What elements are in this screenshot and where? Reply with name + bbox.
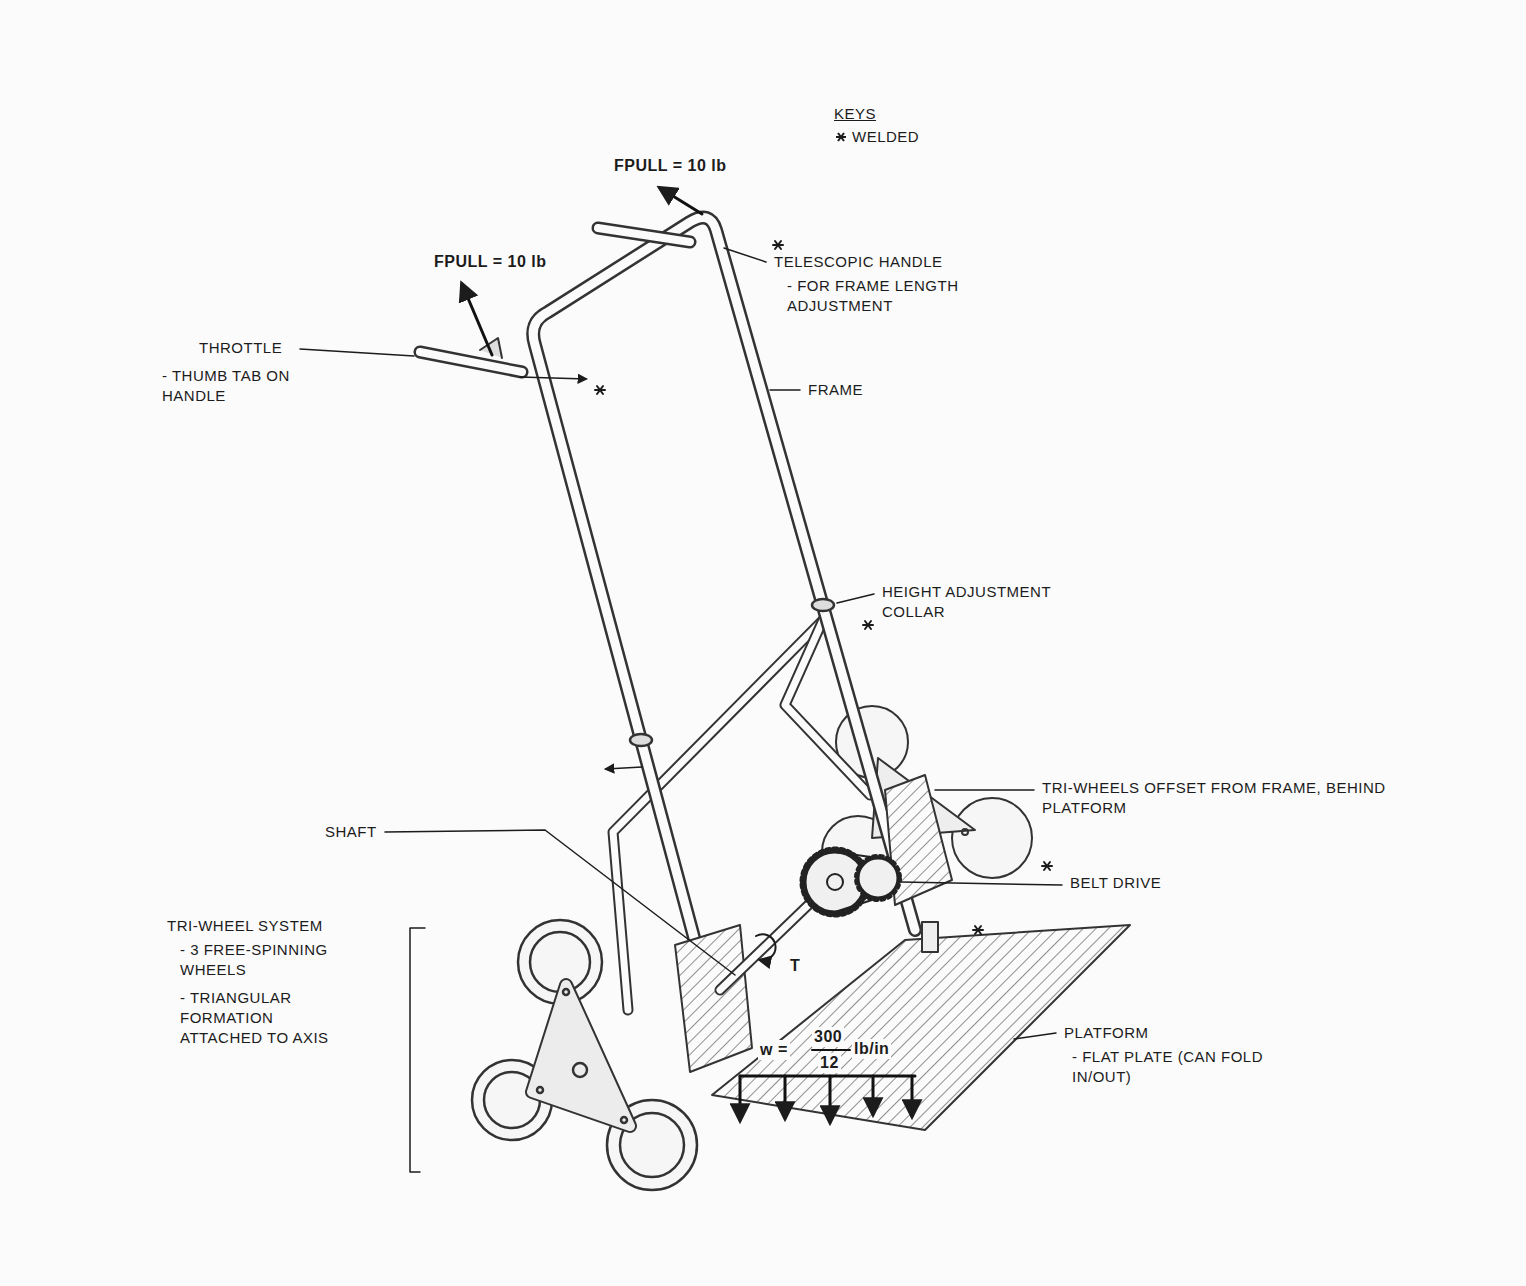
collar	[812, 599, 834, 611]
key-heading: KEYS	[832, 104, 878, 124]
left-tri-wheel	[472, 920, 697, 1190]
legend-text: WELDED	[852, 128, 919, 145]
force-label: FPULL = 10 lb	[432, 252, 548, 272]
load-value: 12	[818, 1053, 841, 1073]
part-label: BELT DRIVE	[1068, 873, 1163, 893]
load-label: w =	[758, 1040, 790, 1060]
part-label: TRI-WHEEL SYSTEM	[165, 916, 325, 936]
part-note: - THUMB TAB ON HANDLE	[160, 366, 314, 406]
part-label: FRAME	[806, 380, 865, 400]
cart-drawing	[300, 188, 1130, 1190]
part-label: TELESCOPIC HANDLE	[772, 252, 945, 272]
frame-tube	[533, 218, 915, 961]
load-value: 300	[812, 1027, 844, 1047]
part-label: PLATFORM	[1062, 1023, 1151, 1043]
leader-lines	[300, 248, 1062, 1172]
force-arrow	[660, 188, 702, 214]
part-label: THROTTLE	[197, 338, 284, 358]
legend-item: WELDED	[834, 128, 919, 145]
part-note: - TRIANGULAR FORMATION ATTACHED TO AXIS	[178, 988, 352, 1048]
torque-label: T	[788, 956, 802, 976]
part-note: - 3 FREE-SPINNING WHEELS	[178, 940, 352, 980]
load-unit: lb/in	[852, 1039, 891, 1059]
part-label: SHAFT	[323, 822, 379, 842]
handle-grip	[598, 228, 690, 242]
distributed-load	[740, 1050, 915, 1122]
force-arrow	[462, 284, 492, 355]
throttle-grip	[420, 352, 522, 372]
belt-drive	[802, 849, 900, 915]
part-label: HEIGHT ADJUSTMENT COLLAR	[880, 582, 1094, 622]
part-note: - FLAT PLATE (CAN FOLD IN/OUT)	[1070, 1047, 1304, 1087]
force-label: FPULL = 10 lb	[612, 156, 728, 176]
axle-block	[675, 925, 752, 1072]
weld-symbol	[834, 130, 848, 144]
part-label: TRI-WHEELS OFFSET FROM FRAME, BEHIND PLA…	[1040, 778, 1404, 818]
part-note: - FOR FRAME LENGTH ADJUSTMENT	[785, 276, 989, 316]
collar	[630, 734, 652, 746]
